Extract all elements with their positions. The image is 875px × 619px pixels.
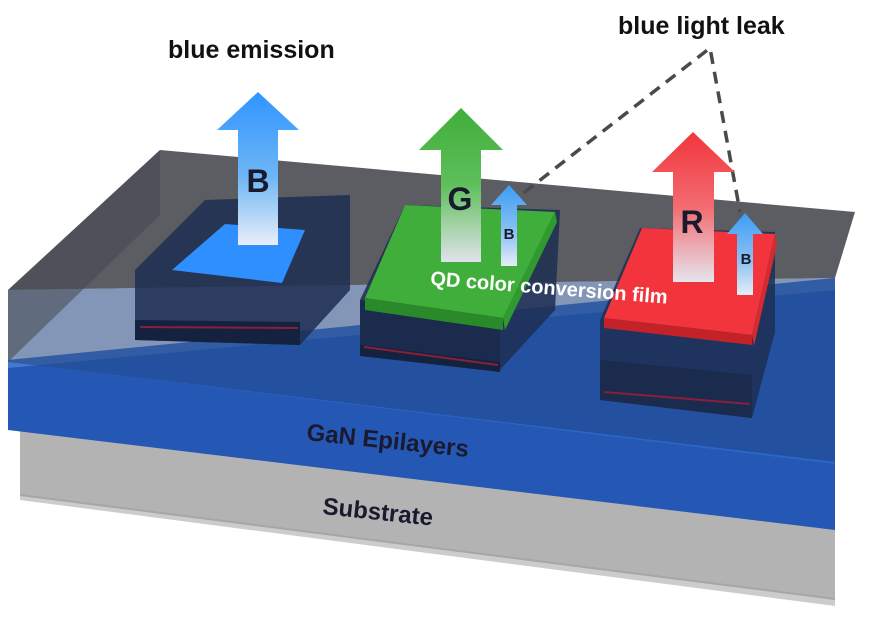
red-pixel: [600, 228, 777, 418]
blue-pixel: [135, 195, 350, 345]
blue-emission-arrow: [217, 92, 299, 245]
red-blue-leak-arrow: [727, 213, 763, 295]
blue-light-leak-lines: [506, 44, 742, 213]
blue-emission-label: blue emission: [168, 36, 335, 64]
green-arrow-letter: G: [448, 181, 473, 217]
blue-light-leak-label: blue light leak: [618, 12, 785, 40]
red-arrow-letter: R: [680, 204, 703, 240]
red-leak-letter: B: [741, 251, 752, 268]
red-emission-arrow: [652, 132, 735, 282]
blue-arrow-letter: B: [246, 163, 269, 199]
green-leak-letter: B: [504, 226, 515, 243]
green-emission-arrow: [419, 108, 503, 262]
green-blue-leak-arrow: [491, 185, 527, 266]
